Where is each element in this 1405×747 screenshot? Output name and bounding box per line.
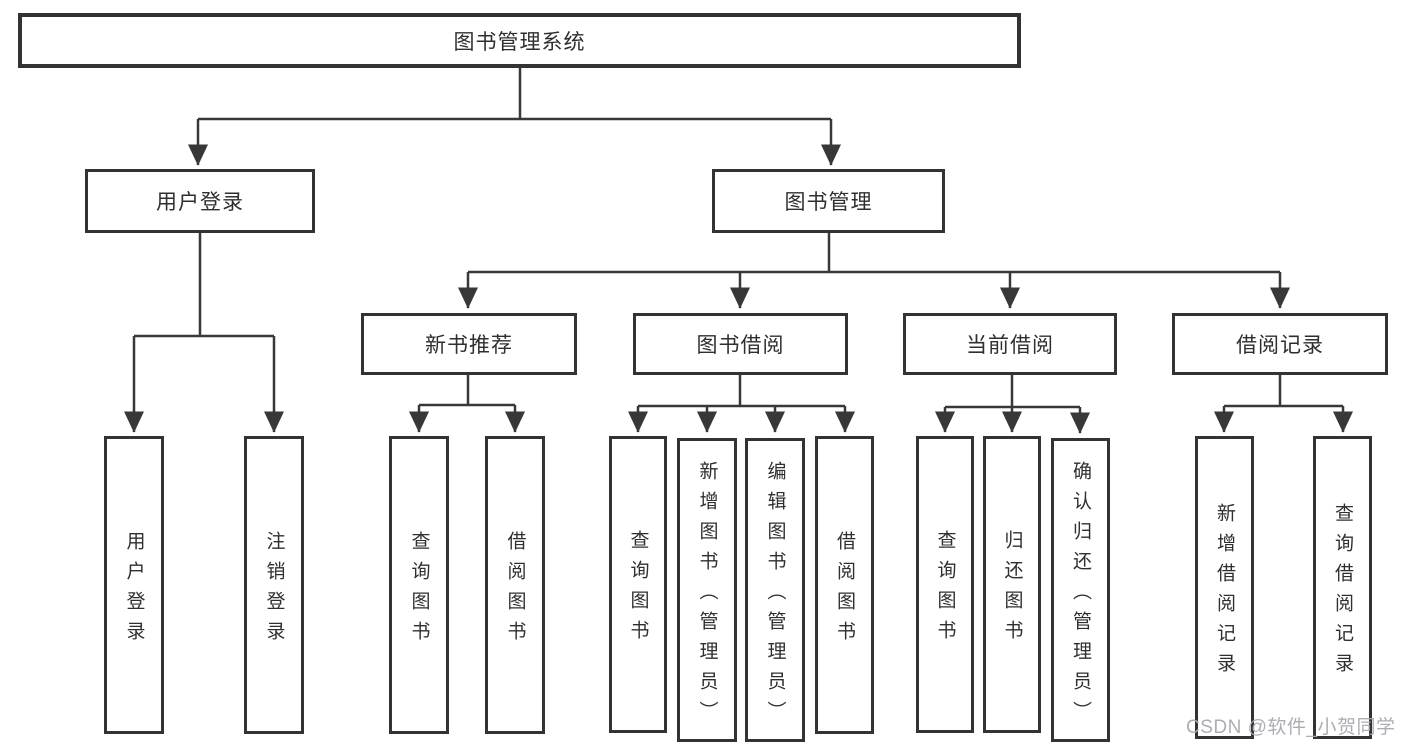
node-book-borrowing-label: 图书借阅: [696, 334, 785, 357]
leaf-query-books-current: 查询图书: [916, 436, 974, 733]
connector-root-to-level2: [188, 68, 841, 166]
connector-borrow-records-to-leaves: [1214, 375, 1353, 433]
leaf-confirm-return-admin-label: 确认归还（管理员）: [1070, 460, 1091, 731]
connector-book-management-to-level3: [458, 233, 1290, 309]
leaf-add-book-admin: 新增图书（管理员）: [677, 438, 737, 742]
leaf-confirm-return-admin: 确认归还（管理员）: [1051, 438, 1110, 742]
node-root-label: 图书管理系统: [453, 30, 586, 54]
leaf-add-borrow-record-label: 新增借阅记录: [1214, 503, 1235, 683]
node-borrowing-records: 借阅记录: [1172, 313, 1388, 375]
leaf-edit-book-admin: 编辑图书（管理员）: [745, 438, 805, 742]
leaf-return-books: 归还图书: [983, 436, 1041, 733]
node-new-book-recommendation: 新书推荐: [361, 313, 577, 375]
leaf-query-books-newbook: 查询图书: [389, 436, 449, 734]
node-book-management: 图书管理: [712, 169, 945, 233]
node-current-borrowing: 当前借阅: [903, 313, 1117, 375]
leaf-add-book-admin-label: 新增图书（管理员）: [696, 460, 718, 731]
leaf-borrow-books-borrow: 借阅图书: [815, 436, 874, 734]
leaf-borrow-books-borrow-label: 借阅图书: [834, 530, 855, 651]
leaf-borrow-books-newbook-label: 借阅图书: [504, 530, 526, 651]
leaf-edit-book-admin-label: 编辑图书（管理员）: [764, 460, 786, 731]
leaf-add-borrow-record: 新增借阅记录: [1195, 436, 1254, 739]
connector-book-borrow-to-leaves: [628, 375, 855, 433]
leaf-query-books-borrow-label: 查询图书: [627, 530, 649, 650]
leaf-return-books-label: 归还图书: [1001, 530, 1023, 650]
leaf-logout-label: 注销登录: [263, 530, 285, 651]
leaf-query-books-newbook-label: 查询图书: [408, 530, 430, 651]
node-new-book-recommendation-label: 新书推荐: [425, 334, 513, 357]
leaf-logout: 注销登录: [244, 436, 304, 734]
connector-user-login-to-leaves: [124, 233, 284, 433]
leaf-user-login-label: 用户登录: [123, 530, 145, 651]
node-book-borrowing: 图书借阅: [633, 313, 848, 375]
leaf-borrow-books-newbook: 借阅图书: [485, 436, 545, 734]
connector-new-book-to-leaves: [409, 375, 525, 433]
leaf-query-borrow-record: 查询借阅记录: [1313, 436, 1372, 739]
leaf-query-borrow-record-label: 查询借阅记录: [1332, 503, 1353, 683]
csdn-watermark: CSDN @软件_小贺同学: [1186, 717, 1396, 738]
leaf-query-books-current-label: 查询图书: [934, 530, 956, 650]
node-current-borrowing-label: 当前借阅: [966, 334, 1054, 357]
node-borrowing-records-label: 借阅记录: [1236, 334, 1324, 357]
connector-current-borrow-to-leaves: [935, 375, 1090, 434]
node-user-login-label: 用户登录: [156, 191, 244, 214]
node-user-login: 用户登录: [85, 169, 315, 233]
leaf-query-books-borrow: 查询图书: [609, 436, 667, 733]
node-root-library-system: 图书管理系统: [18, 13, 1021, 68]
leaf-user-login: 用户登录: [104, 436, 164, 734]
node-book-management-label: 图书管理: [784, 191, 873, 214]
